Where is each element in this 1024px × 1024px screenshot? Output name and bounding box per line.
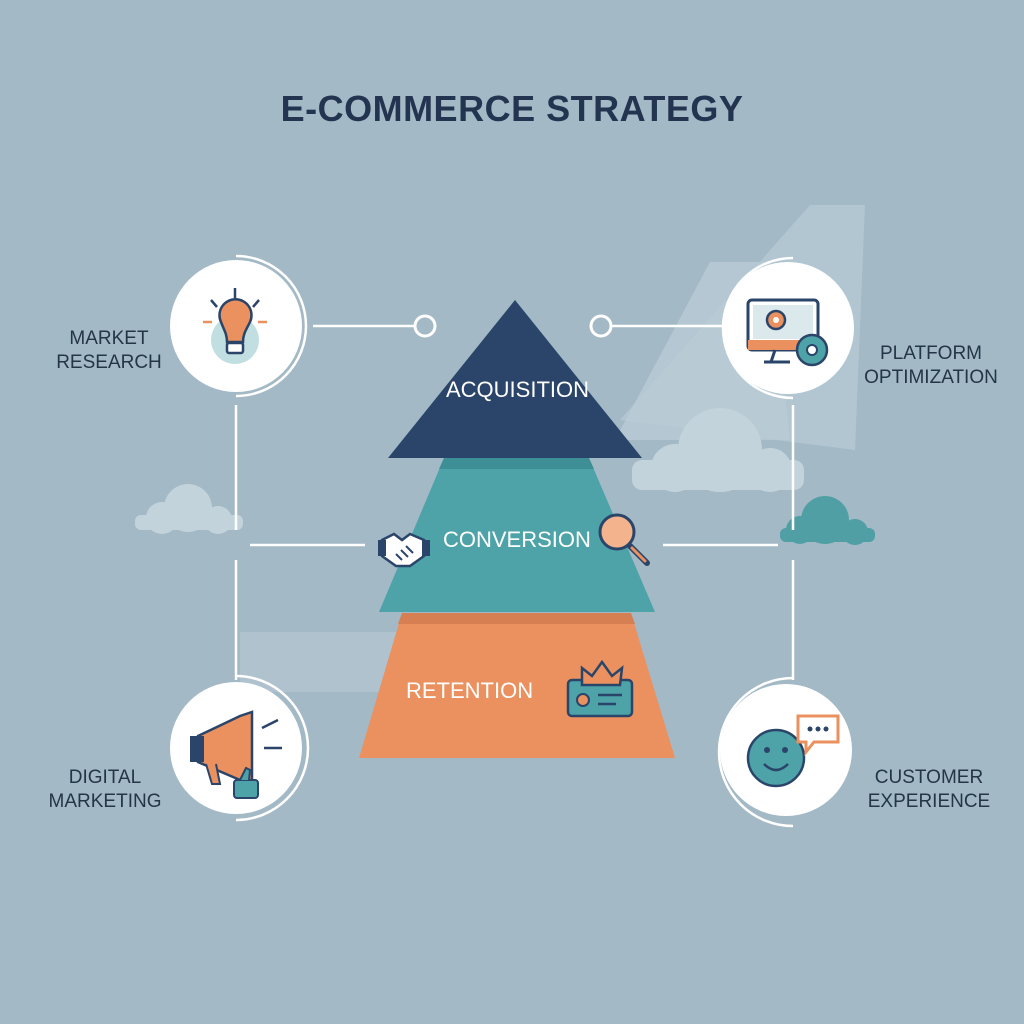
handshake-icon — [378, 532, 430, 568]
label-market-research: MARKET RESEARCH — [56, 328, 162, 373]
lightbulb-icon — [203, 288, 267, 364]
monitor-gear-icon — [746, 298, 829, 367]
megaphone-icon — [190, 710, 282, 799]
node-platform-optimization — [722, 262, 854, 394]
tier-label-conversion: CONVERSION — [443, 527, 591, 552]
bg-cloud-right-teal — [780, 496, 875, 545]
tier-bottom-shade — [398, 613, 635, 624]
magnifier-icon — [598, 513, 650, 566]
page-title: E-COMMERCE STRATEGY — [280, 88, 744, 129]
connector-node-left — [413, 314, 437, 338]
connector-node-right — [589, 314, 613, 338]
pyramid — [359, 300, 675, 758]
bg-cloud-right-large — [632, 408, 804, 492]
tier-bottom — [359, 613, 675, 758]
tier-middle-shade — [439, 458, 594, 469]
tier-label-retention: RETENTION — [406, 678, 534, 703]
node-market-research — [170, 260, 302, 392]
label-customer-experience: CUSTOMER EXPERIENCE — [867, 767, 991, 812]
bg-cloud-left — [135, 484, 243, 534]
smiley-chat-icon — [746, 714, 840, 788]
loyalty-card-icon — [566, 659, 634, 718]
label-platform-optimization: PLATFORM OPTIMIZATION — [864, 343, 998, 388]
tier-label-acquisition: ACQUISITION — [446, 377, 590, 402]
node-customer-experience — [720, 684, 852, 816]
node-digital-marketing — [170, 682, 302, 814]
tier-top — [388, 300, 642, 458]
label-digital-marketing: DIGITAL MARKETING — [48, 767, 162, 812]
connector-lines — [234, 254, 795, 828]
tier-middle — [379, 458, 655, 612]
